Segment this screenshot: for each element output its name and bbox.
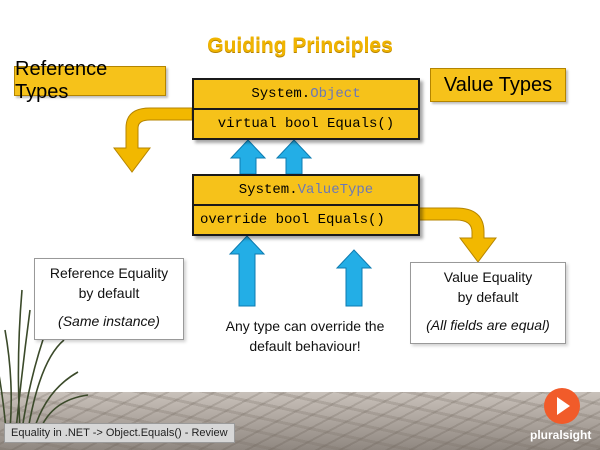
value-equality-note: Value Equality by default (All fields ar… (410, 262, 566, 344)
system-object-box: System.Object virtual bool Equals() (192, 78, 420, 140)
caption-line: default behaviour! (249, 338, 361, 354)
system-object-header: System.Object (194, 80, 418, 108)
namespace-prefix: System. (251, 86, 311, 102)
value-types-label: Value Types (430, 68, 566, 102)
note-line: by default (78, 285, 140, 301)
note-line: Reference Equality (49, 265, 169, 281)
play-icon (557, 397, 570, 415)
arrow-up-1 (229, 139, 267, 175)
system-valuetype-header: System.ValueType (194, 176, 418, 204)
reference-equality-note: Reference Equality by default (Same inst… (34, 258, 184, 340)
slide-title: Guiding Principles (207, 34, 393, 57)
override-caption: Any type can override the default behavi… (180, 316, 430, 356)
type-name: ValueType (297, 182, 374, 198)
arrow-up-2 (275, 139, 313, 175)
brand-name: pluralsight (530, 428, 592, 442)
arrow-up-4 (335, 249, 373, 307)
arrow-up-3 (228, 235, 266, 307)
course-title-footer: Equality in .NET -> Object.Equals() - Re… (4, 423, 235, 443)
note-line: by default (457, 289, 519, 305)
arrow-to-value (415, 207, 497, 263)
type-name: Object (310, 86, 361, 102)
note-italic-line: (All fields are equal) (426, 317, 550, 333)
note-line: Value Equality (443, 269, 533, 285)
namespace-prefix: System. (238, 182, 298, 198)
arrow-to-reference (113, 107, 193, 173)
reference-types-label: Reference Types (14, 58, 166, 103)
pluralsight-logo: pluralsight (530, 388, 592, 448)
system-valuetype-method: override bool Equals() (194, 204, 418, 234)
note-italic-line: (Same instance) (58, 313, 160, 329)
system-valuetype-box: System.ValueType override bool Equals() (192, 174, 420, 236)
system-object-method: virtual bool Equals() (194, 108, 418, 138)
caption-line: Any type can override the (225, 318, 385, 334)
